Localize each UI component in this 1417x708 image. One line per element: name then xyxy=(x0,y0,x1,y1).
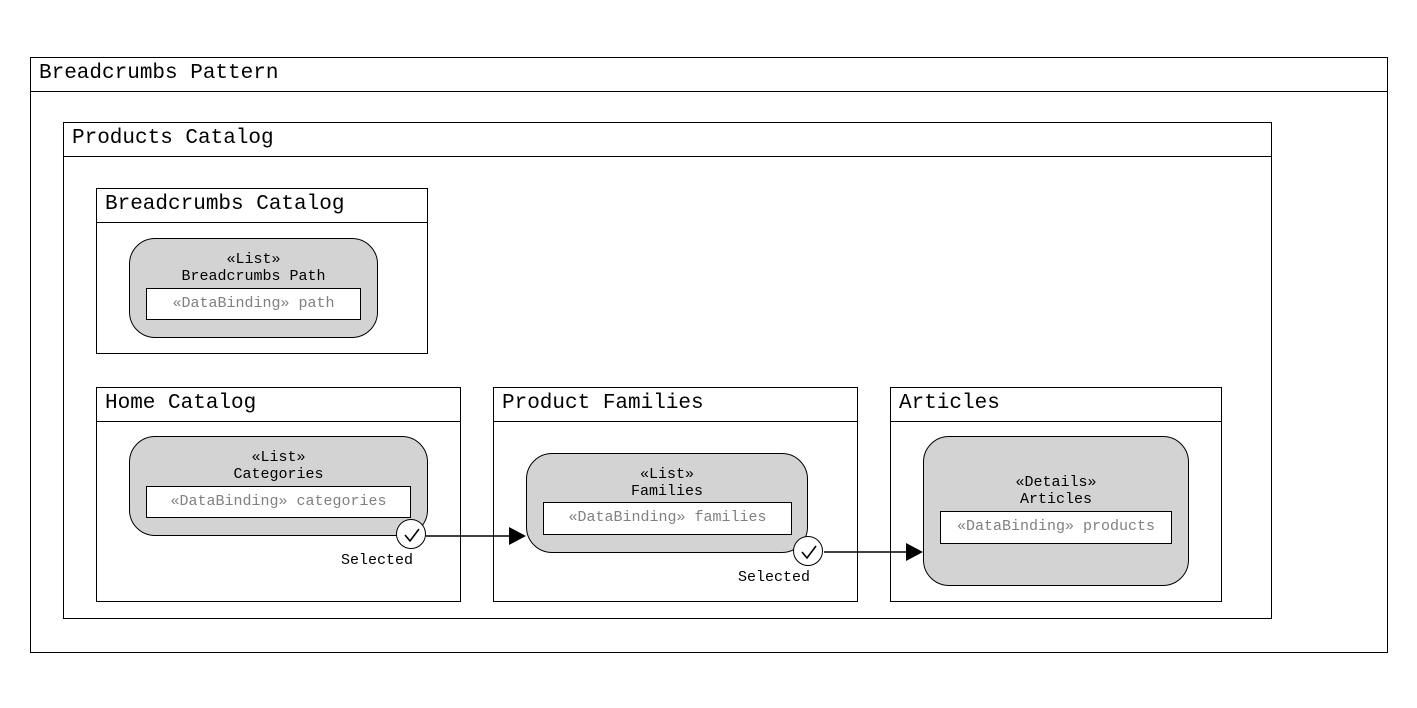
products-data-binding: «DataBinding» products xyxy=(940,511,1172,544)
product-families-title: Product Families xyxy=(494,388,857,422)
component-stereotype: «List» xyxy=(226,251,281,268)
component-stereotype: «List» xyxy=(251,449,306,466)
categories-data-binding: «DataBinding» categories xyxy=(146,486,411,518)
home-catalog-title: Home Catalog xyxy=(97,388,460,422)
component-name: Families xyxy=(630,483,703,500)
articles-title: Articles xyxy=(891,388,1221,422)
check-circle-icon[interactable] xyxy=(396,519,426,549)
component-name: Articles xyxy=(1019,491,1092,508)
pattern-title: Breadcrumbs Pattern xyxy=(31,58,1387,92)
component-name: Breadcrumbs Path xyxy=(181,268,326,285)
selected-event-label: Selected xyxy=(738,569,811,586)
component-name: Categories xyxy=(233,466,324,483)
path-data-binding: «DataBinding» path xyxy=(146,288,361,320)
component-stereotype: «Details» xyxy=(1015,474,1097,491)
check-circle-icon[interactable] xyxy=(793,536,823,566)
families-data-binding: «DataBinding» families xyxy=(543,502,792,535)
component-stereotype: «List» xyxy=(639,466,694,483)
breadcrumbs-catalog-title: Breadcrumbs Catalog xyxy=(97,189,427,223)
selected-event-label: Selected xyxy=(341,552,414,569)
site-view-title: Products Catalog xyxy=(64,123,1271,157)
